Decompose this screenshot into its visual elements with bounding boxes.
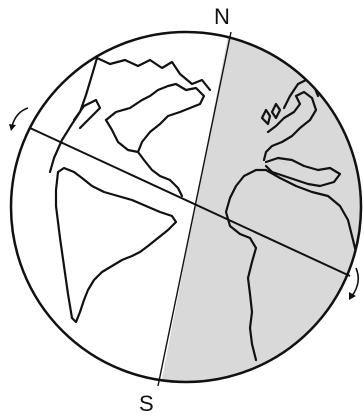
south-pole-label: S — [139, 391, 154, 416]
right-rotation-arrow-icon — [349, 268, 358, 300]
night-side-shading — [158, 20, 364, 400]
north-pole-label: N — [214, 4, 230, 29]
